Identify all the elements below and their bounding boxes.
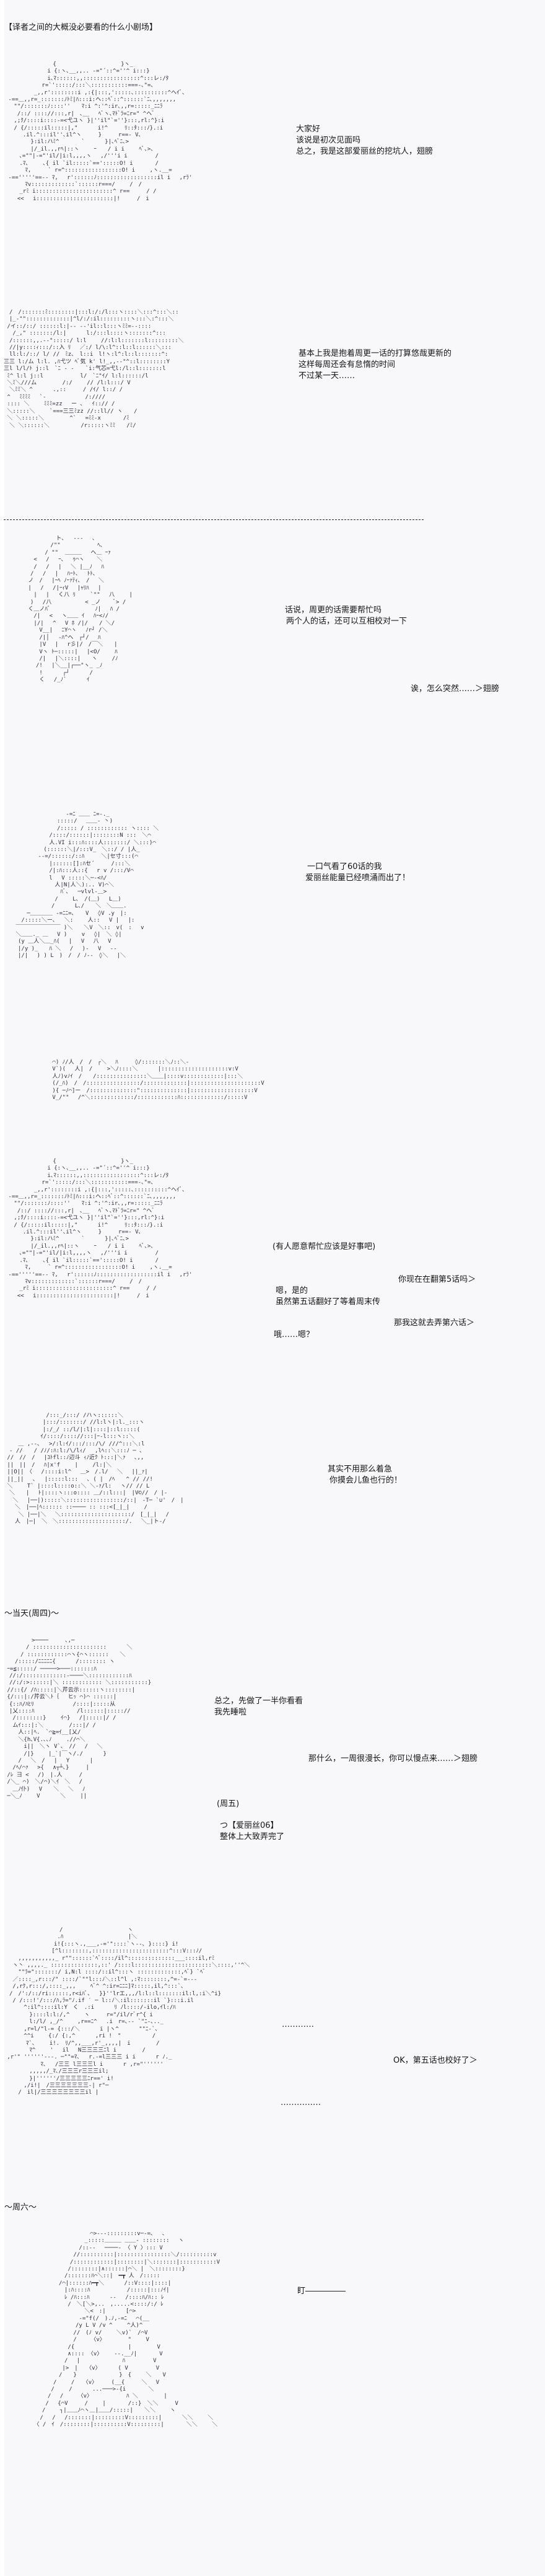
file-delivery: つ【爱丽丝06】	[220, 1821, 279, 1830]
scene-divider	[4, 519, 424, 520]
dialogue-line: 两个人的话，还可以互相校对一下	[286, 617, 408, 626]
dialogue-line: 基本上我是抱着周更一话的打算悠哉更新的	[299, 349, 452, 358]
ascii-art-group-scene: /:::_/:::/ /ハヽ::::::＼ |:::/:::::::/ //l:…	[7, 1413, 184, 1525]
dialogue-line: 其实不用那么着急	[328, 1465, 393, 1474]
ascii-art-character-6: ⌒>---:::::::::v─-=､ ､ _:::::＿＿＿ ＿＿- ::::…	[37, 2231, 220, 2428]
answer-line: 虽然第五话翻好了等着周末传	[276, 1297, 381, 1307]
dialogue-line: 话说，周更的话需要帮忙吗	[285, 606, 382, 615]
ascii-art-character-1-repeat: { }ヽ_ i {:ヽ､__,,.. -="´::^=''^ i:::} i､ﾏ…	[8, 1158, 193, 1299]
day-label-friday: (周五)	[217, 1799, 240, 1809]
dialogue-line: 这样每周还会有怠惰的时间	[299, 360, 396, 369]
ascii-art-character-4: -=ﾆ ＿＿ ﾆ=-._ :::::/ ＿＿- 丶) /::::: / ::::…	[15, 811, 159, 959]
reply-line: OK，第五话也校好了＞	[393, 2056, 477, 2065]
dialogue-line: 你摸会儿鱼也行的！	[329, 1476, 403, 1485]
dialogue-line: 该说是初次见面吗	[296, 136, 361, 145]
dialogue-line: 整体上大致弄完了	[220, 1832, 285, 1842]
answer-line: 哦……嗯？	[274, 1330, 315, 1339]
ascii-art-desk-scene: ⌒) ﾉ/人 / / ┌＼ ﾊ ◊/:::::::＼ﾉ::＼- V`)( 人| …	[52, 1059, 264, 1101]
ascii-art-character-1: { }ヽ_ i {:ヽ､__,,.. -="´::^=''^ i:::} i､ﾏ…	[8, 61, 193, 202]
dialogue-line: 总之，我是这部爱丽丝的挖坑人，翅膀	[296, 147, 434, 156]
reply-line: 那什么，一周很漫长，你可以慢点来……＞翅膀	[308, 1754, 478, 1763]
question-line: 你现在在翻第5话吗＞	[398, 1275, 476, 1284]
ascii-art-character-3: ト､ --- ､ /"" ﾍ､ / "" ＿＿＿ ヘ＿ ｰｧ < / ｰ､ ｩ⌒…	[28, 536, 133, 684]
dialogue-line: 我先睡啦	[214, 1708, 247, 1717]
answer-line: 嗯，是的	[276, 1286, 308, 1295]
page-margin	[0, 0, 4, 2576]
dialogue-line: 不过某一天……	[299, 371, 355, 381]
reply-line: 诶，怎么突然……＞翅膀	[411, 684, 500, 694]
section-heading-thursday: ～当天(周四)～	[4, 1609, 59, 1618]
dialogue-line: 大家好	[296, 125, 321, 134]
stare-line: 盯―――――	[297, 2287, 346, 2296]
dialogue-line: 爱丽丝能量已经喷涌而出了！	[305, 873, 411, 883]
aside-thought: (有人愿意帮忙应该是好事吧)	[272, 1242, 376, 1251]
ellipsis-line: …………	[282, 2020, 314, 2029]
ascii-art-character-1-alt: / ヽ .ﾊ |＼ i!{:::ヽ.,___,-='"::::`ヽ--､ }::…	[7, 1927, 250, 2096]
ellipsis-line: ……………	[281, 2098, 321, 2107]
question-line: 那我这就去弄第六话＞	[394, 1318, 475, 1328]
ascii-art-character-5: >──── ､,─ / :::::::::::::::::::::: ＼ / :…	[7, 1638, 152, 1799]
dialogue-line: 一口气看了60话的我	[307, 862, 382, 871]
section-heading-saturday: ～周六～	[4, 2203, 37, 2212]
dialogue-line: 总之，先做了一半你看看	[214, 1696, 303, 1706]
ascii-art-character-2: / /:::::::ﾐ::::::::|:::l:/:/l:::ヽ::::＼::…	[4, 309, 184, 429]
page-title: 【译者之间的大概没必要看的什么小剧场】	[4, 23, 158, 32]
